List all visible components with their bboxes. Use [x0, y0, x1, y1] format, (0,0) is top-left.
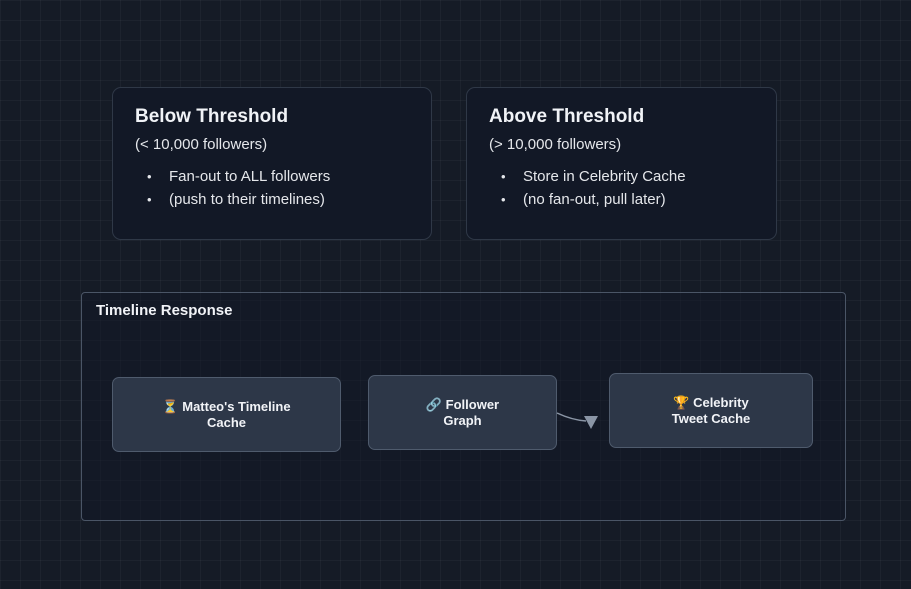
- list-item: • (push to their timelines): [135, 188, 409, 211]
- list-item: • Store in Celebrity Cache: [489, 165, 754, 188]
- bullet-text: Fan-out to ALL followers: [169, 168, 331, 185]
- group-label: Timeline Response: [96, 302, 233, 319]
- node-label: Celebrity: [693, 394, 749, 410]
- node-label: Cache: [206, 414, 246, 430]
- bullet: •: [147, 169, 152, 184]
- list-item: • (no fan-out, pull later): [489, 188, 754, 211]
- bullet: •: [501, 192, 506, 207]
- card-subtitle: (> 10,000 followers): [489, 136, 622, 153]
- node-label: Follower: [445, 396, 500, 412]
- node-label: Matteo's Timeline: [182, 398, 291, 414]
- list-item: • Fan-out to ALL followers: [135, 165, 409, 188]
- bullet-text: Store in Celebrity Cache: [523, 168, 686, 185]
- edge-line: [556, 412, 587, 422]
- hourglass-icon: ⏳: [162, 398, 179, 414]
- trophy-icon: 🏆: [673, 394, 690, 410]
- node-label: Tweet Cache: [671, 410, 751, 426]
- bullet: •: [501, 169, 506, 184]
- bullet: •: [147, 192, 152, 207]
- card-subtitle: (< 10,000 followers): [135, 136, 268, 153]
- bullet-text: (push to their timelines): [169, 191, 325, 208]
- link-icon: 🔗: [425, 396, 443, 412]
- arrowhead-icon: [584, 416, 598, 429]
- below-threshold-card: Below Threshold (< 10,000 followers) • Fa…: [112, 87, 432, 240]
- card-title: Above Threshold: [489, 106, 645, 127]
- bullet-text: (no fan-out, pull later): [523, 191, 666, 208]
- node-label: Graph: [443, 412, 482, 428]
- card-title: Below Threshold: [135, 106, 289, 127]
- above-threshold-card: Above Threshold (> 10,000 followers) • St…: [466, 87, 777, 240]
